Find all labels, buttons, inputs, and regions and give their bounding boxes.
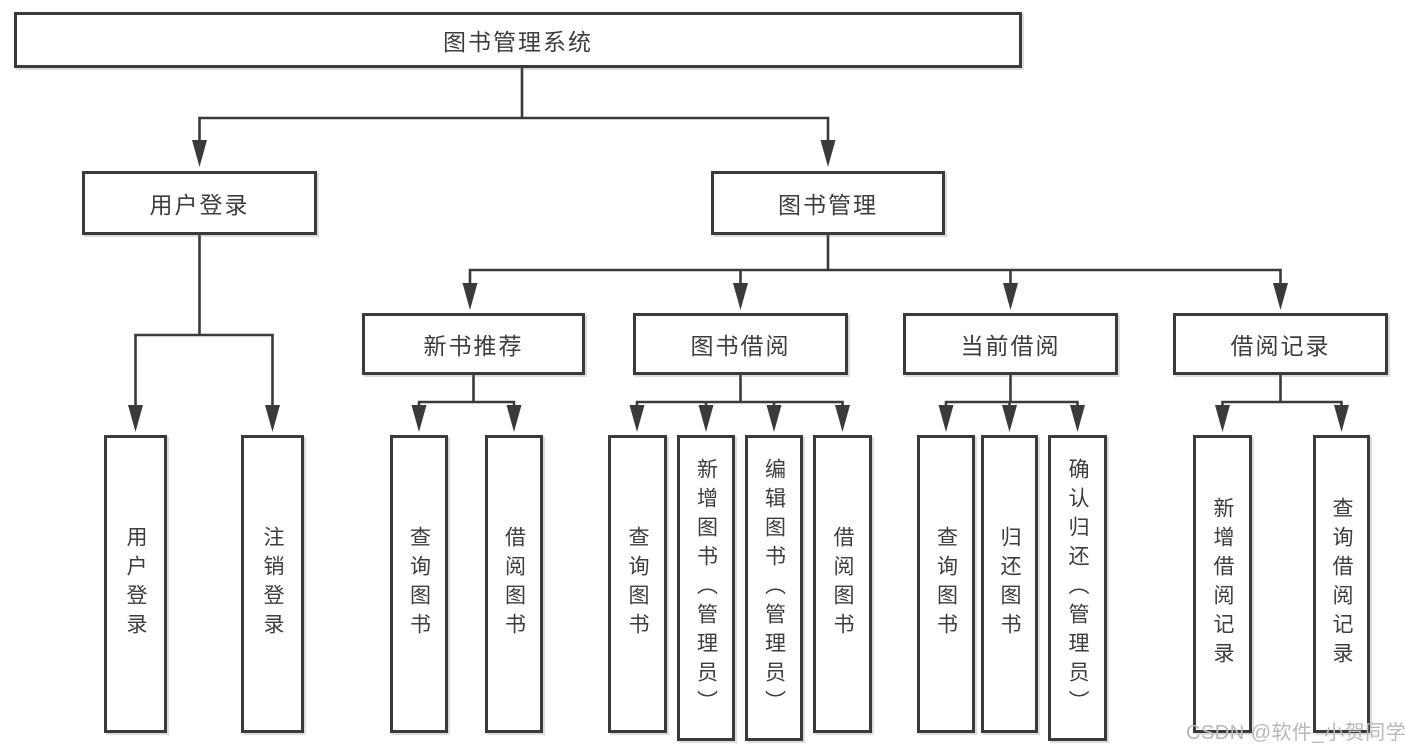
leaf-borrow-edit-book-admin: 编辑图书（管理员） [745,435,803,741]
node-label: 确认归还（管理员） [1066,457,1089,719]
node-label: 新增图书（管理员） [694,457,718,719]
leaf-user-login: 用户登录 [104,435,167,733]
leaf-logout: 注销登录 [241,435,304,733]
node-label: 查询借阅记录 [1330,497,1353,671]
csdn-watermark: CSDN @软件_小贺同学 [1186,722,1405,744]
arrowheads [128,140,1349,432]
node-label: 借阅图书 [831,526,854,642]
leaf-record-add-record: 新增借阅记录 [1193,435,1252,733]
node-new-book-recommend: 新书推荐 [362,313,585,375]
node-label: 用户登录 [124,526,147,642]
leaf-current-confirm-return-admin: 确认归还（管理员） [1048,435,1107,741]
node-book-management: 图书管理 [711,171,945,235]
node-label: 归还图书 [998,526,1021,642]
node-label: 借阅图书 [502,526,526,642]
node-label: 查询图书 [626,526,649,642]
node-current-borrow: 当前借阅 [903,313,1118,375]
node-label: 查询图书 [407,526,431,642]
node-label: 新增借阅记录 [1211,497,1234,671]
node-user-login: 用户登录 [82,171,317,235]
node-label: 查询图书 [934,526,958,642]
node-label: 图书管理 [778,192,878,218]
leaf-current-return-book: 归还图书 [981,435,1038,733]
leaf-borrow-query-book: 查询图书 [608,435,667,733]
node-label: 图书管理系统 [443,29,593,55]
node-label: 用户登录 [149,192,250,218]
leaf-current-query-book: 查询图书 [917,435,975,733]
node-borrow-record: 借阅记录 [1173,313,1388,375]
node-label: 注销登录 [261,526,284,642]
node-label: 图书借阅 [690,333,791,359]
node-label: 借阅记录 [1230,333,1331,359]
leaf-borrow-add-book-admin: 新增图书（管理员） [677,435,735,741]
node-label: 新书推荐 [423,333,524,359]
leaf-recommend-query-book: 查询图书 [390,435,448,733]
node-root: 图书管理系统 [14,12,1022,68]
leaf-borrow-borrow-book: 借阅图书 [813,435,872,733]
leaf-record-query-record: 查询借阅记录 [1313,435,1370,733]
node-label: 当前借阅 [960,333,1061,359]
node-label: 编辑图书（管理员） [762,457,786,719]
node-book-borrow: 图书借阅 [633,313,848,375]
leaf-recommend-borrow-book: 借阅图书 [485,435,543,733]
